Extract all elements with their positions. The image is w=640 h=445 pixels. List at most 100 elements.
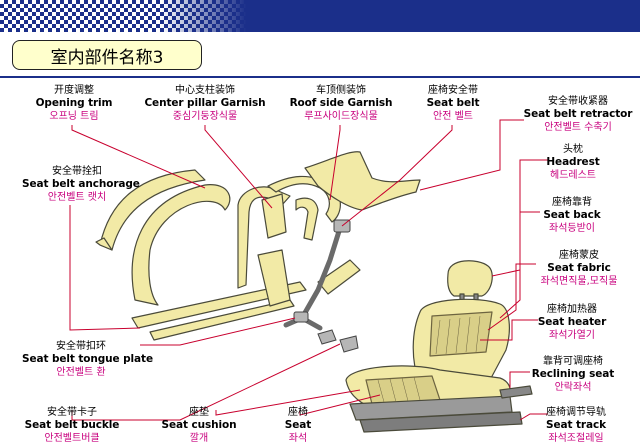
sill-strip	[131, 281, 307, 329]
leader-seat-heater	[480, 319, 538, 341]
leader-opening-trim	[71, 125, 206, 189]
label-ko: 중심기둥장식물	[172, 111, 238, 122]
label-roof-side-garnish: 车顶侧装饰 Roof side Garnish 루프사이드장식물	[288, 84, 394, 123]
label-zh: 车顶侧装饰	[316, 85, 366, 96]
interior-parts-diagram	[69, 119, 548, 433]
sill-strip-2	[149, 299, 295, 341]
label-zh: 安全带收紧器	[548, 96, 608, 107]
leader-tongue-plate	[140, 317, 296, 346]
label-seat-belt-tongue-plate: 安全带扣环 Seat belt tongue plate 안전벨트 환	[22, 340, 153, 379]
center-pillar-lower	[257, 249, 291, 307]
label-ko: 좌석등받이	[549, 223, 595, 234]
leader-seat-fabric	[487, 263, 536, 331]
label-seat-cushion: 座垫 Seat cushion 깔개	[160, 406, 238, 445]
leader-seat	[299, 394, 381, 416]
label-en: Seat cushion	[161, 419, 237, 431]
label-seat-belt-buckle: 安全带卡子 Seat belt buckle 안전벨트버클	[24, 406, 120, 445]
label-ko: 좌석면직물,모직물	[540, 276, 618, 287]
label-ko: 헤드레스트	[550, 170, 596, 181]
label-ko: 안전벨트 랫치	[47, 192, 107, 203]
label-reclining-seat: 靠背可调座椅 Reclining seat 안락좌석	[528, 355, 618, 394]
label-zh: 头枕	[563, 144, 583, 155]
label-en: Seat heater	[537, 316, 607, 328]
leader-seat-back	[499, 211, 540, 319]
label-zh: 座椅安全带	[428, 85, 478, 96]
leader-center-pillar	[204, 125, 273, 209]
roof-side-part-2	[295, 197, 319, 241]
label-ko: 좌석	[288, 433, 308, 444]
label-seat-belt-anchorage: 安全带拴扣 Seat belt anchorage 안전벨트 랫치	[22, 165, 140, 204]
seat-belt-webbing	[299, 225, 343, 321]
label-en: Seat fabric	[547, 262, 611, 274]
recline-lever	[499, 385, 533, 399]
label-ko: 안전벨트 수축기	[544, 122, 612, 133]
opening-trim-loop	[131, 184, 231, 306]
label-en: Seat belt anchorage	[22, 178, 140, 190]
leader-seat-belt	[341, 125, 453, 227]
label-ko: 안전벨트버클	[44, 433, 100, 444]
belt-tongue	[293, 311, 309, 323]
label-ko: 좌석가열기	[549, 330, 595, 341]
header-solid-band	[160, 0, 640, 32]
label-en: Seat	[284, 419, 312, 431]
label-seat-back: 座椅靠背 Seat back 좌석등받이	[536, 196, 608, 235]
label-en: Seat belt tongue plate	[22, 353, 153, 365]
rear-lower-trim	[317, 259, 361, 295]
label-ko: 안전벨트 환	[56, 367, 106, 378]
label-opening-trim: 开度调整 Opening trim 오프닝 트림	[32, 84, 116, 123]
headrest-part	[447, 260, 493, 297]
leader-roof-side	[329, 125, 341, 201]
label-zh: 安全带拴扣	[52, 166, 102, 177]
label-seat-fabric: 座椅蒙皮 Seat fabric 좌석면직물,모직물	[524, 249, 634, 288]
label-zh: 安全带卡子	[47, 407, 97, 418]
label-en: Seat belt buckle	[24, 419, 120, 431]
label-center-pillar-garnish: 中心支柱装饰 Center pillar Garnish 중심기둥장식물	[142, 84, 268, 123]
label-seat: 座椅 Seat 좌석	[276, 406, 320, 445]
label-ko: 오프닝 트림	[49, 111, 99, 122]
opening-trim-part	[99, 169, 206, 251]
label-en: Seat track	[546, 419, 606, 431]
label-zh: 中心支柱装饰	[175, 85, 235, 96]
label-en: Seat belt retractor	[523, 108, 633, 120]
label-en: Reclining seat	[531, 368, 615, 380]
belt-buckle-stalk	[339, 335, 359, 353]
label-zh: 靠背可调座椅	[543, 356, 603, 367]
title-divider	[0, 76, 640, 78]
leader-buckle	[71, 343, 341, 421]
label-zh: 座垫	[189, 407, 209, 418]
label-seat-heater: 座椅加热器 Seat heater 좌석가열기	[536, 303, 608, 342]
rear-quarter-trim	[304, 151, 421, 211]
label-zh: 座椅蒙皮	[559, 250, 599, 261]
label-ko: 좌석조절레일	[548, 433, 604, 444]
leader-anchorage	[69, 205, 141, 331]
leader-retractor	[419, 119, 524, 191]
leader-reclining	[509, 371, 530, 388]
label-en: Headrest	[546, 156, 600, 168]
label-en: Opening trim	[35, 97, 113, 109]
label-zh: 开度调整	[54, 85, 94, 96]
label-zh: 座椅靠背	[552, 197, 592, 208]
label-seat-belt: 座椅安全带 Seat belt 안전 벨트	[418, 84, 488, 123]
seat-track-part	[359, 411, 523, 433]
label-seat-track: 座椅调节导轨 Seat track 좌석조절레일	[534, 406, 618, 445]
belt-anchor	[317, 329, 337, 345]
slide-title: 室内部件名称3	[12, 40, 202, 70]
label-ko: 안전 벨트	[433, 111, 473, 122]
label-en: Roof side Garnish	[289, 97, 393, 109]
label-en: Seat belt	[426, 97, 480, 109]
label-seat-belt-retractor: 安全带收紧器 Seat belt retractor 안전벨트 수축기	[522, 95, 634, 134]
label-ko: 안락좌석	[554, 382, 592, 393]
label-ko: 루프사이드장식물	[304, 111, 378, 122]
label-en: Seat back	[543, 209, 601, 221]
leader-cushion	[215, 389, 361, 416]
label-headrest: 头枕 Headrest 헤드레스트	[540, 143, 606, 182]
opening-trim-part-2	[95, 237, 113, 251]
label-zh: 座椅加热器	[547, 304, 597, 315]
seat-heater-grid	[429, 311, 493, 357]
label-zh: 座椅调节导轨	[546, 407, 606, 418]
label-zh: 安全带扣环	[56, 341, 106, 352]
label-zh: 座椅	[288, 407, 308, 418]
center-pillar-upper	[261, 193, 287, 239]
label-en: Center pillar Garnish	[144, 97, 266, 109]
label-ko: 깔개	[189, 433, 209, 444]
